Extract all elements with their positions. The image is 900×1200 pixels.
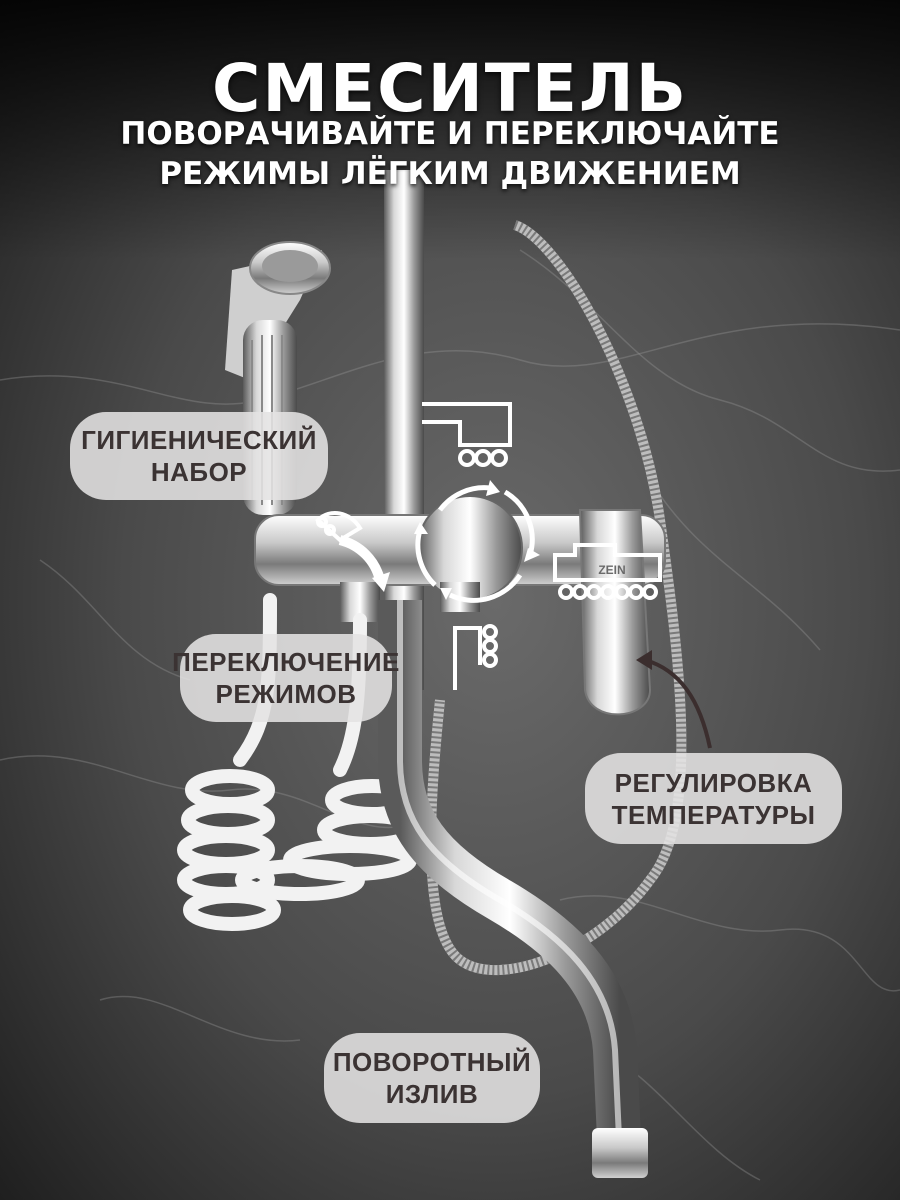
- subtitle-line-1: ПОВОРАЧИВАЙТЕ И ПЕРЕКЛЮЧАЙТЕ: [120, 116, 780, 152]
- temperature-arrow-icon: [644, 658, 712, 749]
- rotation-arrowheads-icon: [414, 480, 540, 600]
- hygienic-switch-arrow-icon: [338, 535, 385, 582]
- label-mode-switch-line1: ПЕРЕКЛЮЧЕНИЕ: [172, 647, 400, 677]
- hand-shower-icon: [453, 624, 498, 690]
- label-hygienic-set-line1: ГИГИЕНИЧЕСКИЙ: [81, 425, 317, 455]
- page-title: СМЕСИТЕЛЬ: [211, 50, 689, 127]
- top-shadow: [0, 0, 900, 260]
- overhead-shower-icon: [422, 402, 512, 467]
- brand-mark: ZEIN: [598, 563, 625, 577]
- label-mode-switch: ПЕРЕКЛЮЧЕНИЕ РЕЖИМОВ: [172, 634, 399, 722]
- hygienic-shower-icon: [315, 511, 363, 543]
- shower-hose: [426, 220, 687, 975]
- label-hygienic-set: ГИГИЕНИЧЕСКИЙ НАБОР: [70, 412, 328, 500]
- label-temperature-line1: РЕГУЛИРОВКА: [614, 767, 813, 798]
- label-swivel-spout-line2: ИЗЛИВ: [385, 1079, 479, 1109]
- subtitle-line-2: РЕЖИМЫ ЛЁГКИМ ДВИЖЕНИЕМ: [159, 156, 741, 192]
- label-swivel-spout-line1: ПОВОРОТНЫЙ: [332, 1047, 532, 1077]
- spout-mode-icon: [553, 543, 662, 600]
- label-temperature: РЕГУЛИРОВКА ТЕМПЕРАТУРЫ: [585, 753, 842, 844]
- label-swivel-spout: ПОВОРОТНЫЙ ИЗЛИВ: [324, 1033, 540, 1123]
- label-temperature-line2: ТЕМПЕРАТУРЫ: [611, 799, 816, 830]
- rotation-arrows-icon: [415, 485, 535, 603]
- mixer-body: ZEIN: [254, 495, 666, 716]
- label-hygienic-set-line2: НАБОР: [150, 457, 248, 487]
- label-mode-switch-line2: РЕЖИМОВ: [215, 679, 357, 709]
